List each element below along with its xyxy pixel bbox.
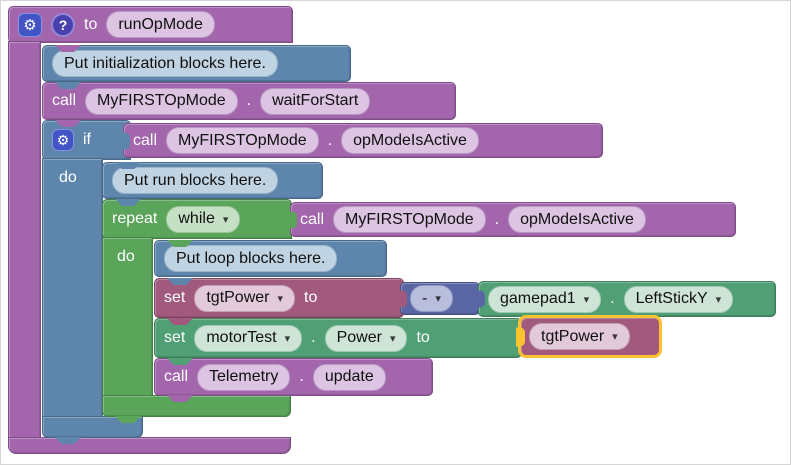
dropdown-value: -: [422, 289, 428, 307]
set-variable-block[interactable]: set tgtPower ▾ to: [154, 278, 404, 318]
function-spine[interactable]: [8, 41, 41, 439]
dropdown-value: LeftStickY: [635, 290, 708, 307]
gear-glyph: ⚙: [23, 16, 37, 34]
value-socket-tab: [477, 290, 485, 308]
set-motor-power-block[interactable]: set motorTest ▾ . Power ▾ to: [154, 318, 522, 358]
dropdown-arrow-icon: ▾: [284, 332, 291, 345]
connector-notch: [55, 437, 81, 444]
value-socket-tab: [289, 211, 297, 228]
call-label: call: [52, 92, 77, 109]
value-socket-tab: [399, 290, 407, 307]
dropdown-value: Power: [336, 329, 382, 346]
value-socket-tab: [516, 327, 525, 346]
function-name-field[interactable]: runOpMode: [106, 11, 215, 38]
dropdown-value: while: [178, 210, 215, 227]
if-spine[interactable]: [42, 158, 103, 418]
call-target-field: MyFIRSTOpMode: [333, 206, 486, 233]
call-method-field: waitForStart: [260, 87, 371, 115]
connector-notch: [167, 318, 193, 325]
value-socket-tab: [122, 132, 130, 149]
repeat-label: repeat: [112, 210, 158, 227]
function-bottom[interactable]: [8, 437, 291, 454]
help-icon[interactable]: ?: [51, 12, 75, 37]
variable-dropdown[interactable]: tgtPower ▾: [194, 284, 296, 312]
call-target-field: MyFIRSTOpMode: [166, 127, 319, 154]
repeat-mode-dropdown[interactable]: while ▾: [166, 205, 241, 233]
dot-label: .: [299, 368, 304, 385]
comment-text-field: Put initialization blocks here.: [52, 50, 278, 77]
connector-notch: [167, 278, 193, 285]
dropdown-value: tgtPower: [206, 289, 270, 306]
set-label: set: [164, 289, 186, 306]
dropdown-value: gamepad1: [500, 290, 576, 307]
if-do-label: do: [59, 169, 77, 186]
dropdown-arrow-icon: ▾: [612, 331, 618, 343]
call-target-field: Telemetry: [197, 363, 291, 391]
variable-dropdown[interactable]: tgtPower ▾: [529, 323, 630, 350]
property-dropdown[interactable]: Power ▾: [324, 324, 408, 352]
dropdown-arrow-icon: ▾: [435, 293, 441, 305]
set-label: set: [164, 329, 186, 346]
call-label: call: [164, 368, 189, 385]
comment-block-init[interactable]: Put initialization blocks here.: [42, 45, 351, 82]
device-dropdown[interactable]: gamepad1 ▾: [488, 285, 602, 313]
connector-notch: [55, 45, 81, 52]
connector-notch: [115, 199, 141, 206]
call-label: call: [133, 131, 158, 149]
call-method-field: opModeIsActive: [341, 127, 479, 154]
operator-dropdown[interactable]: - ▾: [410, 285, 453, 312]
call-waitforstart-block[interactable]: call MyFIRSTOpMode . waitForStart: [42, 82, 456, 120]
to-label: to: [304, 289, 318, 306]
dropdown-arrow-icon: ▾: [715, 293, 722, 306]
dropdown-arrow-icon: ▾: [389, 332, 396, 345]
repeat-spine[interactable]: [102, 237, 153, 397]
property-dropdown[interactable]: LeftStickY ▾: [623, 285, 734, 313]
connector-notch: [55, 82, 81, 89]
mutator-gear-icon[interactable]: ⚙: [18, 12, 42, 37]
comment-text-field: Put loop blocks here.: [164, 245, 338, 272]
dropdown-value: tgtPower: [541, 327, 605, 345]
repeat-condition-block[interactable]: call MyFIRSTOpMode . opModeIsActive: [289, 202, 736, 237]
dot-label: .: [246, 92, 252, 109]
call-label: call: [300, 210, 325, 228]
dropdown-arrow-icon: ▾: [222, 213, 229, 226]
tgtpower-value-block-selected[interactable]: tgtPower ▾: [516, 315, 662, 358]
call-method-field: update: [312, 363, 386, 391]
repeat-do-label: do: [117, 248, 135, 265]
function-def-block[interactable]: ⚙ ? to runOpMode: [8, 6, 293, 43]
dot-label: .: [494, 210, 500, 228]
if-block[interactable]: ⚙ if: [42, 120, 131, 160]
to-label: to: [416, 329, 430, 346]
connector-notch: [167, 240, 193, 247]
connector-notch: [115, 162, 141, 169]
dropdown-arrow-icon: ▾: [277, 292, 284, 305]
connector-notch: [167, 395, 193, 402]
device-dropdown[interactable]: motorTest ▾: [194, 324, 303, 352]
call-telemetry-block[interactable]: call Telemetry . update: [154, 358, 433, 396]
dot-label: .: [327, 131, 333, 149]
dot-label: .: [610, 290, 615, 307]
gear-glyph: ⚙: [56, 131, 70, 148]
connector-notch: [167, 358, 193, 365]
dropdown-value: motorTest: [206, 329, 277, 346]
dot-label: .: [311, 329, 316, 346]
if-label: if: [83, 131, 91, 148]
connector-notch: [55, 120, 81, 127]
negate-block[interactable]: - ▾: [399, 282, 480, 315]
comment-block-loop[interactable]: Put loop blocks here.: [154, 240, 387, 277]
call-method-field: opModeIsActive: [508, 206, 646, 233]
gamepad-property-block[interactable]: gamepad1 ▾ . LeftStickY ▾: [477, 281, 776, 317]
connector-notch: [115, 416, 141, 423]
comment-text-field: Put run blocks here.: [112, 167, 279, 194]
comment-block-run[interactable]: Put run blocks here.: [102, 162, 323, 199]
if-mutator-gear-icon[interactable]: ⚙: [52, 129, 74, 151]
if-condition-block[interactable]: call MyFIRSTOpMode . opModeIsActive: [122, 123, 603, 158]
dropdown-arrow-icon: ▾: [583, 293, 590, 306]
to-label: to: [84, 15, 98, 33]
if-bottom[interactable]: [42, 416, 143, 438]
repeat-bottom[interactable]: [102, 395, 291, 417]
call-target-field: MyFIRSTOpMode: [85, 87, 238, 115]
